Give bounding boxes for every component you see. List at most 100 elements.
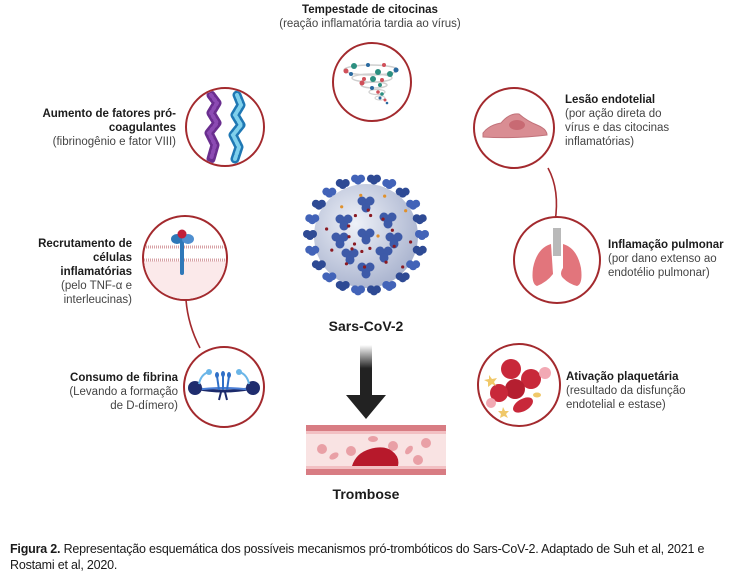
surface-protein [379, 212, 397, 229]
platelet-title: Ativação plaquetária [566, 371, 679, 383]
platelet-detail-2: endotelial e estase) [566, 399, 666, 411]
endothelial-title: Lesão endotelial [565, 94, 656, 106]
rna-particle [369, 213, 373, 218]
spike-protein [311, 260, 326, 271]
pulmonary-circle [513, 216, 601, 304]
fibrin-detail-2: de D-dímero) [110, 400, 178, 412]
spike-protein [395, 272, 410, 283]
fibrin-detail-1: (Levando a formação [69, 386, 178, 398]
fibrin-label: Consumo de fibrina (Levando a formação d… [20, 371, 178, 413]
cytokine-storm-title: Tempestade de citocinas [302, 4, 438, 16]
inflammatory-cells-circle [142, 215, 228, 301]
rna-particle [359, 193, 363, 197]
virus-illustration [300, 160, 432, 310]
surface-protein [335, 214, 353, 231]
fibrin-circle [183, 346, 265, 428]
spike-protein [412, 245, 427, 256]
spike-protein [366, 174, 381, 185]
surface-protein [341, 248, 359, 265]
virus-label: Sars-CoV-2 [328, 318, 404, 334]
procoagulant-detail: (fibrinogênio e fator VIII) [52, 136, 176, 148]
rna-particle [401, 265, 405, 269]
rna-particle [376, 234, 380, 238]
rna-particle [344, 262, 349, 266]
spike-protein [406, 260, 421, 271]
inflammatory-cells-title-1: Recrutamento de [38, 238, 132, 250]
spike-protein [382, 280, 397, 291]
rna-particle [360, 249, 364, 254]
figure-caption: Figura 2. Representação esquemática dos … [10, 541, 725, 573]
rna-particle [383, 194, 387, 198]
rna-particle [352, 242, 357, 246]
spike-protein [382, 179, 397, 190]
pulmonary-detail-2: endotélio pulmonar) [608, 267, 710, 279]
cytokine-storm-detail: (reação inflamatória tardia ao vírus) [279, 18, 461, 30]
rna-particle [362, 265, 367, 269]
rna-particle [347, 224, 351, 228]
endothelial-detail-2: vírus e das citocinas [565, 122, 670, 134]
surface-protein [357, 196, 375, 213]
platelet-detail-1: (resultado da disfunção [566, 385, 686, 397]
rna-particle [404, 209, 408, 213]
lungs-icon [532, 228, 582, 286]
membrane-receptor-icon [144, 229, 226, 299]
rna-particle [384, 260, 388, 264]
spike-protein [322, 187, 337, 198]
endothelial-detail-3: inflamatórias) [565, 136, 635, 148]
spike-protein [415, 230, 429, 240]
spike-protein [406, 199, 421, 210]
inflammatory-cells-title-2: células [93, 252, 132, 264]
surface-protein [357, 228, 375, 245]
spike-protein [351, 285, 366, 296]
procoagulant-circle [185, 87, 265, 167]
spike-protein [305, 214, 320, 225]
surface-protein [331, 232, 349, 249]
down-arrow-icon [346, 345, 386, 419]
rna-particle [408, 240, 413, 244]
inflammatory-cells-title-3: inflamatórias [60, 266, 132, 278]
spike-protein [322, 272, 337, 283]
rna-particle [353, 213, 358, 218]
tornado-icon [343, 63, 399, 105]
spike-protein [395, 187, 410, 198]
endothelial-cell-icon [482, 113, 548, 139]
red-blood-cells-icon [484, 359, 551, 418]
rna-particle [366, 208, 370, 212]
rna-particle [350, 247, 354, 251]
rna-particle [368, 246, 372, 251]
outcome-label: Trombose [332, 486, 400, 502]
spike-protein [412, 214, 427, 225]
surface-protein [375, 246, 393, 263]
rna-particle [390, 228, 394, 232]
platelet-circle [477, 343, 561, 427]
endothelial-circle [473, 87, 555, 169]
connector-endothelial-pulmonary [547, 167, 558, 223]
cytokine-storm-circle [332, 42, 412, 122]
rna-particle [381, 217, 385, 221]
spike-protein [311, 199, 326, 210]
rna-particle [340, 205, 344, 209]
surface-protein [385, 232, 403, 249]
sars-cov-2-virus-icon [303, 174, 429, 296]
inflammatory-cells-detail-2: interleucinas) [63, 294, 132, 306]
pulmonary-detail-1: (por dano extenso ao [608, 253, 717, 265]
procoagulant-label: Aumento de fatores pró- coagulantes (fib… [20, 107, 176, 149]
spike-protein [335, 280, 350, 291]
connector-cells-fibrin [185, 299, 201, 349]
d-dimer-icon [188, 369, 260, 401]
endothelial-detail-1: (por ação direta do [565, 108, 662, 120]
pulmonary-label: Inflamação pulmonar (por dano extenso ao… [608, 238, 731, 280]
caption-label: Figura 2. [10, 542, 61, 556]
rna-particle [347, 235, 351, 239]
rna-particle [392, 244, 396, 248]
fibrin-title: Consumo de fibrina [70, 372, 178, 384]
procoagulant-title-2: coagulantes [108, 122, 176, 134]
fibrinogen-molecules-icon [204, 90, 246, 164]
surface-protein [357, 262, 375, 279]
spike-protein [335, 179, 350, 190]
caption-text: Representação esquemática dos possíveis … [10, 542, 705, 572]
inflammatory-cells-detail-1: (pelo TNF-α e [61, 280, 132, 292]
rna-particle [325, 227, 329, 231]
blood-vessel-thrombus-icon [306, 425, 446, 475]
spike-protein [305, 245, 320, 256]
